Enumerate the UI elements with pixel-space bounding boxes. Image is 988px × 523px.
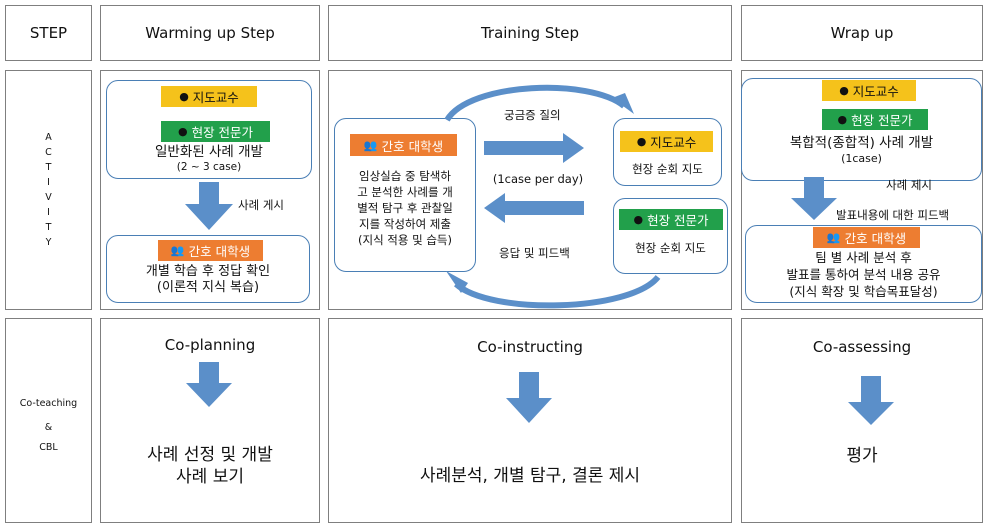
top-curved-arrow [444, 84, 626, 122]
wrap-expert-tag: ●현장 전문가 [822, 109, 928, 130]
warming-student-text: 개별 학습 후 정답 확인 (이론적 지식 복습) [145, 264, 271, 296]
people-icon: 👥 [170, 244, 185, 257]
coassessing-down-arrow [848, 376, 894, 425]
header-training: Training Step [328, 5, 732, 61]
training-professor-box [613, 118, 722, 186]
question-label: 궁금증 질의 [504, 108, 561, 122]
training-student-tag: 👥간호 대학생 [350, 134, 457, 156]
training-expert-tag: ●현장 전문가 [619, 209, 723, 230]
training-student-text: 임상실습 중 탐색하 고 분석한 사례를 개 별적 탐구 후 관찰일 지를 작성… [357, 169, 453, 247]
coplanning-result: 사례 선정 및 개발 사례 보기 [147, 445, 273, 487]
warming-expert-tag: ●현장 전문가 [161, 121, 270, 142]
coassessing-title: Co-assessing [812, 338, 912, 356]
warming-professor-tag: ●지도교수 [161, 86, 257, 107]
bottom-curved-arrow [453, 274, 661, 309]
wrap-develop-text: 복합적(종합적) 사례 개발 (1case) [789, 135, 934, 165]
person-icon: ● [177, 125, 188, 138]
ampersand-label: & [44, 422, 53, 433]
wrap-feedback-label: 발표내용에 대한 피드백 [836, 208, 950, 222]
header-step: STEP [5, 5, 92, 61]
warming-develop-text: 일반화된 사례 개발 (2 ~ 3 case) [155, 144, 263, 173]
person-icon: ● [636, 135, 647, 148]
wrap-student-text: 팀 별 사례 분석 후 발표를 통하여 분석 내용 공유 (지식 확장 및 학습… [786, 250, 941, 299]
feedback-label: 응답 및 피드백 [499, 246, 570, 260]
coinstructing-down-arrow [506, 372, 552, 423]
people-icon: 👥 [826, 231, 841, 244]
coplanning-down-arrow [186, 362, 232, 407]
question-right-arrow [484, 133, 584, 163]
feedback-left-arrow [484, 193, 584, 223]
person-icon: ● [179, 90, 189, 103]
coinstructing-title: Co-instructing [477, 338, 583, 356]
person-icon: ● [837, 113, 848, 126]
training-expert-text: 현장 순회 지도 [635, 241, 706, 255]
wrap-professor-tag: ●지도교수 [822, 80, 916, 101]
coassessing-cell [741, 318, 983, 523]
warming-student-tag: 👥간호 대학생 [158, 240, 263, 261]
coplanning-title: Co-planning [164, 336, 256, 354]
header-wrap-up: Wrap up [741, 5, 983, 61]
person-icon: ● [839, 84, 849, 97]
header-warming-up: Warming up Step [100, 5, 320, 61]
wrap-down-arrow [791, 177, 837, 220]
people-icon: 👥 [363, 138, 378, 152]
per-day-label: (1case per day) [492, 172, 584, 186]
coinstructing-result: 사례분석, 개별 탐구, 결론 제시 [419, 466, 641, 486]
coteaching-label-cell: Co-teaching & CBL [5, 318, 92, 523]
warming-post-label: 사례 게시 [238, 198, 284, 212]
activity-label: A C T I V I T Y [45, 132, 52, 248]
training-professor-tag: ●지도교수 [620, 131, 713, 152]
person-icon: ● [633, 213, 644, 226]
activity-label-cell: A C T I V I T Y [5, 70, 92, 310]
coplanning-cell [100, 318, 320, 523]
coteaching-label: Co-teaching [19, 398, 78, 409]
warming-down-arrow [185, 182, 233, 230]
wrap-present-label: 사례 제시 [886, 178, 932, 192]
training-professor-text: 현장 순회 지도 [632, 162, 703, 176]
wrap-student-tag: 👥간호 대학생 [813, 227, 920, 248]
coassessing-result: 평가 [846, 446, 878, 466]
cbl-label: CBL [39, 442, 58, 453]
bottom-curved-arrowhead [446, 271, 468, 293]
top-curved-arrowhead [612, 93, 634, 114]
